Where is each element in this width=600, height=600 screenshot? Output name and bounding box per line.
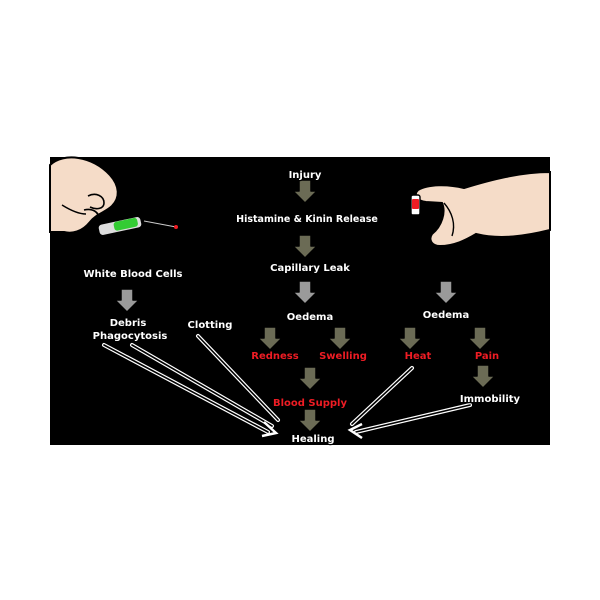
node-oedema-right: Oedema (423, 310, 469, 321)
node-white-blood-cells: White Blood Cells (84, 269, 183, 280)
hand-with-syringe-icon (49, 156, 178, 237)
node-oedema-left: Oedema (287, 312, 333, 323)
node-redness: Redness (251, 351, 298, 362)
node-pain: Pain (475, 351, 499, 362)
node-debris: Debris (110, 318, 147, 329)
node-capillary-leak: Capillary Leak (270, 263, 350, 274)
healing-converging-arrows (102, 334, 472, 440)
node-immobility: Immobility (460, 394, 521, 405)
node-heat: Heat (405, 351, 432, 362)
node-histamine-release: Histamine & Kinin Release (236, 214, 378, 225)
node-swelling: Swelling (319, 351, 367, 362)
node-blood-supply: Blood Supply (273, 398, 347, 409)
node-injury: Injury (289, 170, 322, 181)
node-phagocytosis: Phagocytosis (93, 331, 168, 342)
hand-with-vial-icon (410, 170, 551, 248)
node-clotting: Clotting (188, 320, 233, 331)
node-healing: Healing (291, 434, 334, 445)
